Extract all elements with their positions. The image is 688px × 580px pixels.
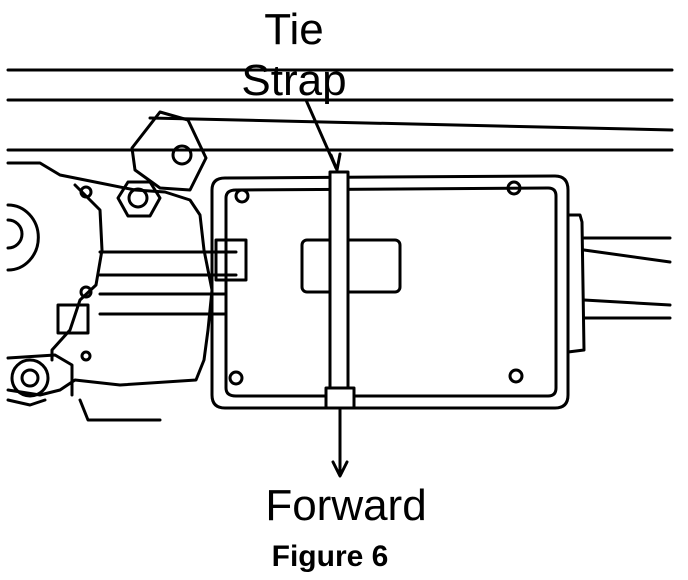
forward-label: Forward bbox=[265, 481, 426, 530]
tie-strap bbox=[324, 170, 356, 410]
background-panel-lines bbox=[6, 68, 674, 152]
wire-harness bbox=[582, 236, 672, 320]
tie-strap-leader-arrow bbox=[304, 98, 342, 172]
figure-caption: Figure 6 bbox=[272, 540, 389, 573]
strap-label: Strap bbox=[241, 56, 346, 105]
control-module bbox=[210, 174, 586, 410]
forward-arrow bbox=[331, 408, 349, 478]
tie-label: Tie bbox=[264, 5, 324, 54]
motor-assembly bbox=[6, 110, 248, 422]
